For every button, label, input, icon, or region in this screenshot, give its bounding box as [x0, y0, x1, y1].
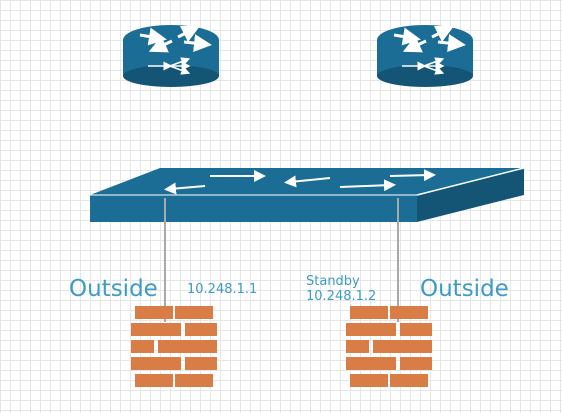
firewall-icon	[131, 306, 217, 387]
firewall-brick	[185, 357, 217, 370]
firewall-brick	[390, 374, 428, 387]
firewall-brick	[346, 323, 396, 336]
standby-label: Standby	[306, 274, 360, 289]
firewall-brick	[346, 340, 369, 353]
router-icon	[377, 25, 473, 87]
firewall-brick	[400, 323, 432, 336]
switch-icon	[90, 167, 525, 222]
outside-label-right: Outside	[420, 276, 509, 302]
firewall-brick	[131, 340, 154, 353]
standby-label-block: Standby 10.248.1.2	[306, 274, 376, 304]
firewall-brick	[400, 357, 432, 370]
firewall-icon	[346, 306, 432, 387]
firewall-brick	[135, 374, 173, 387]
firewall-brick	[346, 357, 396, 370]
firewall-brick	[350, 306, 388, 319]
ip-label-left: 10.248.1.1	[187, 282, 258, 297]
firewall-brick	[131, 357, 181, 370]
ip-label-right: 10.248.1.2	[306, 289, 377, 304]
router-icon	[123, 25, 219, 87]
firewall-brick	[175, 374, 213, 387]
firewall-brick	[135, 306, 173, 319]
firewall-brick	[175, 306, 213, 319]
outside-label-left: Outside	[69, 276, 158, 302]
firewall-brick	[373, 340, 432, 353]
firewall-brick	[350, 374, 388, 387]
firewall-brick	[158, 340, 217, 353]
firewall-brick	[185, 323, 217, 336]
firewall-brick	[131, 323, 181, 336]
firewall-brick	[390, 306, 428, 319]
